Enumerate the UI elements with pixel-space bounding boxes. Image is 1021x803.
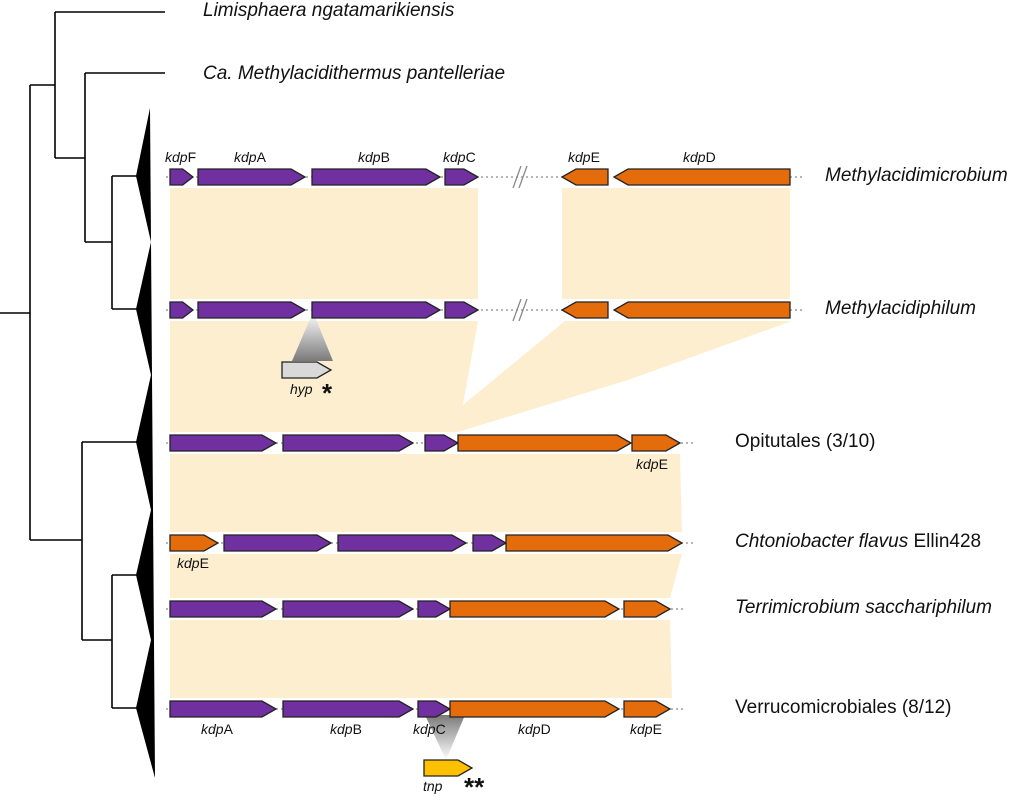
gene-label-kdpA-top: kdpA: [234, 149, 266, 165]
kdpF-arrow: [169, 301, 195, 319]
hyp-arrow: [281, 361, 333, 379]
taxon-label-methylacidiphilum: Methylacidiphilum: [825, 298, 977, 319]
gene-arrows: [169, 168, 791, 777]
gene-label-kdpE-bottom: kdpE: [630, 721, 662, 737]
kdpA-arrow: [197, 168, 307, 186]
kdpC-arrow: [417, 600, 452, 618]
kdpE-arrow: [560, 168, 609, 186]
hyp-insertion-wedge: [292, 312, 333, 361]
gene-label-kdpE-chtoniobacter: kdpE: [177, 555, 209, 571]
gene-label-kdpF-top: kdpF: [165, 149, 197, 165]
kdpC-arrow: [424, 434, 460, 452]
tnp-label: tnp: [423, 778, 443, 794]
kdpA-arrow: [169, 700, 278, 718]
synteny-band: [170, 620, 672, 698]
kdpC-arrow: [417, 700, 452, 718]
phylogenetic-tree: [0, 11, 165, 709]
kdpA-arrow: [197, 301, 307, 319]
kdpD-arrow: [612, 168, 791, 186]
synteny-band: [562, 188, 790, 299]
synteny-band: [170, 554, 682, 598]
kdpA-arrow: [169, 600, 278, 618]
kdpC-arrow: [472, 534, 508, 552]
tnp-asterisks: **: [464, 772, 485, 802]
kdpE-arrow: [623, 600, 672, 618]
gene-label-kdpC-bottom: kdpC: [413, 721, 446, 737]
gene-label-kdpE-top: kdpE: [568, 149, 600, 165]
kdpD-arrow: [449, 700, 621, 718]
kdpA-arrow: [169, 434, 278, 452]
synteny-shading: [170, 188, 792, 698]
sequence-break-marks: [512, 165, 528, 322]
taxon-label-methylacidimicrobium: Methylacidimicrobium: [825, 165, 1008, 186]
hyp-label: hyp: [290, 381, 313, 397]
kdpC-arrow: [444, 301, 480, 319]
kdpB-arrow: [282, 434, 415, 452]
synteny-band: [170, 188, 478, 299]
hyp-asterisk: *: [322, 378, 333, 408]
kdpF-arrow: [169, 168, 195, 186]
gene-label-kdpC-top: kdpC: [443, 149, 476, 165]
synteny-band: [170, 321, 478, 432]
taxon-label-terrimicrobium: Terrimicrobium sacchariphilum: [735, 597, 992, 618]
kdpE-arrow: [560, 301, 609, 319]
kdpE-arrow: [623, 700, 672, 718]
kdpE-arrow: [631, 434, 682, 452]
gene-label-kdpB-bottom: kdpB: [330, 721, 362, 737]
gene-label-kdpD-bottom: kdpD: [518, 721, 551, 737]
gene-label-kdpB-top: kdpB: [358, 149, 390, 165]
gene-label-kdpE-opitutales: kdpE: [636, 456, 668, 472]
gene-label-kdpA-bottom: kdpA: [201, 721, 233, 737]
taxon-label-chtoniobacter: Chtoniobacter flavus Ellin428: [735, 531, 982, 552]
kdpD-arrow: [449, 600, 621, 618]
taxon-label-limisphaera: Limisphaera ngatamarikiensis: [203, 0, 455, 21]
kdpB-arrow: [311, 301, 442, 319]
kdpB-arrow: [282, 700, 415, 718]
synteny-band: [170, 454, 682, 532]
collapsed-clade-triangles: [136, 108, 155, 778]
synteny-band: [430, 321, 792, 432]
kdpB-arrow: [282, 600, 415, 618]
gene-label-kdpD-top: kdpD: [683, 149, 716, 165]
tnp-insertion-wedge: [425, 715, 465, 760]
kdpA-arrow: [223, 534, 333, 552]
kdpD-arrow: [457, 434, 633, 452]
kdpD-arrow: [505, 534, 684, 552]
taxon-label-opitutales: Opitutales (3/10): [735, 431, 876, 452]
kdpC-arrow: [444, 168, 480, 186]
taxon-label-methylacidithermus: Ca. Methylacidithermus pantelleriae: [203, 63, 506, 84]
taxon-label-verrucomicrobiales: Verrucomicrobiales (8/12): [735, 697, 952, 718]
kdpD-arrow: [612, 301, 791, 319]
tnp-arrow: [423, 759, 474, 777]
kdpB-arrow: [311, 168, 442, 186]
kdpE-arrow: [169, 534, 220, 552]
kdpB-arrow: [337, 534, 468, 552]
